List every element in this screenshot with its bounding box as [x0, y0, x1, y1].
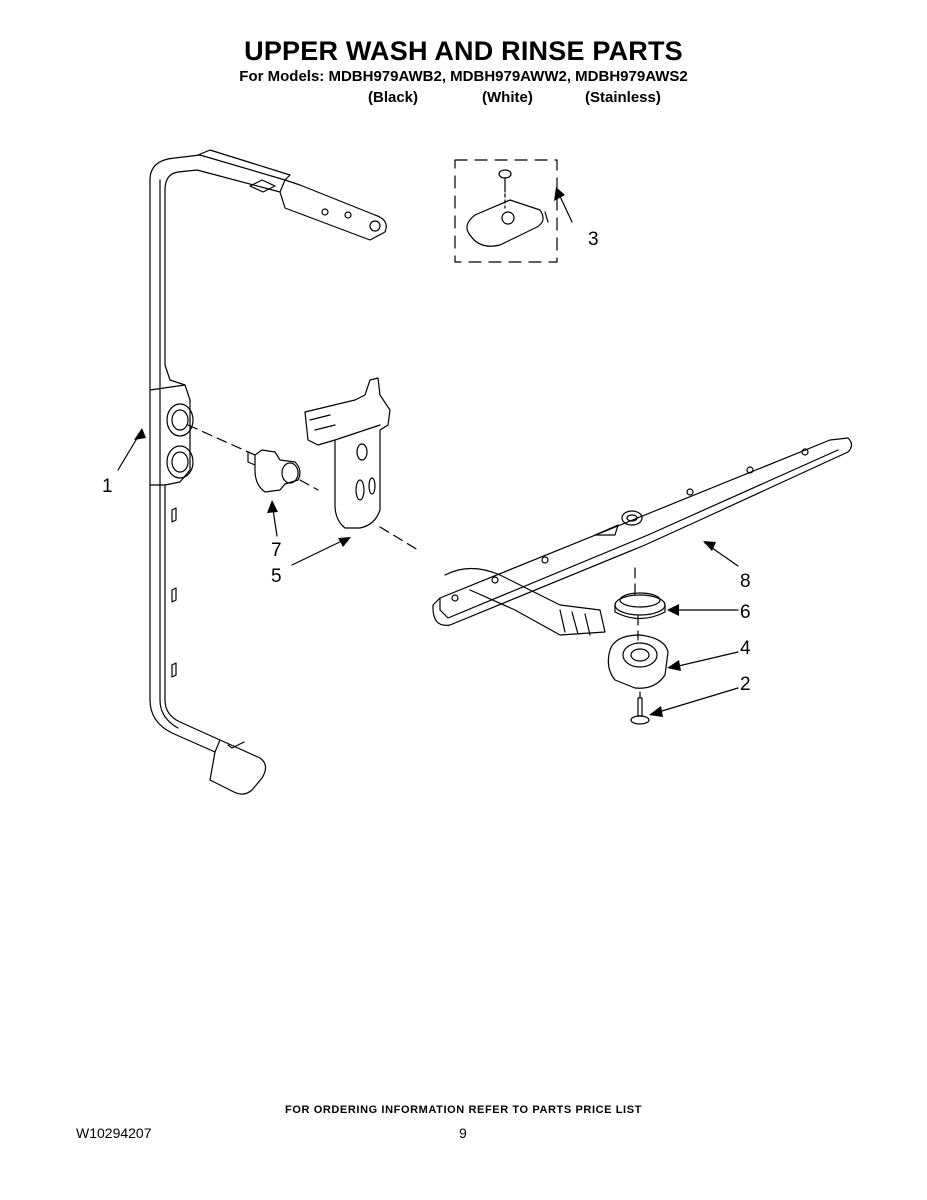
- variant-white: (White): [482, 89, 533, 106]
- bracket-part: [304, 377, 391, 529]
- assembly-lines: [187, 424, 641, 698]
- manifold-part: [607, 634, 669, 689]
- callout-6: 6: [740, 602, 751, 623]
- mini-spray-arm-part: [454, 159, 558, 263]
- page-number: 9: [459, 1125, 467, 1141]
- arrow-heads: [134, 187, 716, 717]
- variant-stainless: (Stainless): [585, 89, 661, 106]
- document-number: W10294207: [76, 1125, 152, 1141]
- models-line: For Models: MDBH979AWB2, MDBH979AWW2, MD…: [239, 68, 688, 85]
- callout-8: 8: [740, 571, 751, 592]
- callout-5: 5: [271, 566, 282, 587]
- seal-ring-part: [614, 592, 666, 620]
- spray-arm-part: [432, 437, 853, 636]
- callout-4: 4: [740, 638, 751, 659]
- callout-1: 1: [102, 476, 113, 497]
- variant-black: (Black): [368, 89, 419, 106]
- screw-part: [630, 697, 650, 725]
- ordering-note: FOR ORDERING INFORMATION REFER TO PARTS …: [285, 1104, 642, 1116]
- callout-3: 3: [588, 229, 599, 250]
- supply-tube-part: [149, 149, 387, 795]
- page-title: UPPER WASH AND RINSE PARTS: [244, 36, 683, 66]
- connector-part: [247, 449, 301, 493]
- callout-2: 2: [740, 674, 751, 695]
- callout-7: 7: [271, 540, 282, 561]
